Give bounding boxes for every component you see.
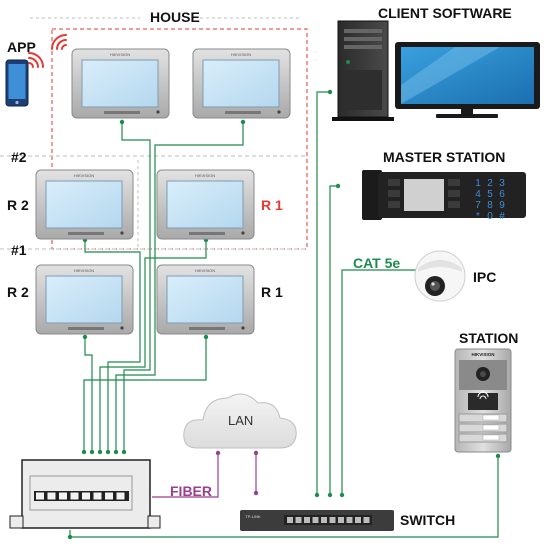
switch-port bbox=[287, 517, 293, 523]
app-label: APP bbox=[7, 39, 36, 55]
monitor-brand: HIKVISION bbox=[74, 268, 94, 273]
keypad-key: * bbox=[476, 211, 480, 222]
room-r1-floor2-label: R 1 bbox=[261, 197, 283, 213]
outdoor-station-icon bbox=[454, 348, 512, 453]
keypad-key: 4 bbox=[475, 189, 481, 200]
wifi-icon-phone bbox=[28, 52, 44, 68]
rfid-icon bbox=[477, 391, 489, 400]
switch-port bbox=[295, 517, 302, 523]
client-software-label: CLIENT SOFTWARE bbox=[378, 5, 512, 21]
switch-port bbox=[329, 517, 336, 523]
purple-links bbox=[152, 453, 257, 498]
patch-panel-port bbox=[93, 492, 102, 500]
smartphone-icon bbox=[5, 59, 29, 107]
monitor-brand: HIKVISION bbox=[195, 173, 215, 178]
patch-panel-port bbox=[47, 492, 56, 500]
room-r2-floor1-label: R 2 bbox=[7, 284, 29, 300]
switch-label: SWITCH bbox=[400, 512, 456, 528]
keypad-key: 9 bbox=[499, 200, 505, 211]
ipc-label: IPC bbox=[473, 269, 497, 285]
switch-brand: TP-LINK bbox=[245, 514, 261, 519]
patch-panel-port bbox=[70, 492, 79, 500]
monitor-brand: HIKVISION bbox=[231, 52, 251, 57]
switch-port bbox=[304, 517, 310, 523]
cat5e-label: CAT 5e bbox=[353, 255, 401, 271]
switch-port bbox=[363, 517, 370, 523]
master-station-icon bbox=[362, 170, 526, 220]
keypad-key: 7 bbox=[475, 200, 481, 211]
keypad-key: 6 bbox=[499, 189, 505, 200]
keypad-key: # bbox=[499, 211, 505, 222]
switch-port bbox=[321, 517, 327, 523]
indoor-monitor-house-left bbox=[71, 48, 170, 119]
keypad-key: 8 bbox=[487, 200, 493, 211]
switch-port bbox=[312, 517, 319, 523]
wifi-icon-house bbox=[51, 34, 67, 50]
green-links bbox=[69, 91, 499, 538]
keypad-key: 0 bbox=[487, 211, 493, 222]
patch-panel-port bbox=[116, 492, 125, 500]
floor2-label: #2 bbox=[11, 149, 27, 165]
keypad-key: 5 bbox=[487, 189, 493, 200]
patch-panel-port bbox=[59, 492, 67, 500]
station-label: STATION bbox=[459, 330, 519, 346]
indoor-monitor-floor1-r1 bbox=[156, 264, 255, 335]
switch-port bbox=[355, 517, 361, 523]
switch-port bbox=[346, 517, 353, 523]
switch-port bbox=[338, 517, 344, 523]
patch-panel-port bbox=[36, 492, 44, 500]
ipc-camera-icon bbox=[414, 250, 466, 302]
indoor-monitor-house-right bbox=[192, 48, 291, 119]
house-zone-border bbox=[51, 28, 308, 250]
keypad-key: 3 bbox=[499, 178, 505, 189]
room-r2-floor2-label: R 2 bbox=[7, 197, 29, 213]
monitor-brand: HIKVISION bbox=[195, 268, 215, 273]
fiber-label: FIBER bbox=[170, 483, 212, 499]
monitor-brand: HIKVISION bbox=[110, 52, 130, 57]
patch-panel-port bbox=[82, 492, 90, 500]
keypad-key: 2 bbox=[487, 178, 493, 189]
indoor-monitor-floor2-r1 bbox=[156, 169, 255, 240]
floor1-label: #1 bbox=[11, 242, 27, 258]
indoor-monitor-floor2-r2 bbox=[35, 169, 134, 240]
keypad-key: 1 bbox=[475, 178, 481, 189]
master-station-label: MASTER STATION bbox=[383, 149, 506, 165]
station-brand: HIKVISION bbox=[471, 352, 494, 357]
pc-monitor-icon bbox=[395, 42, 540, 118]
patch-panel-port bbox=[105, 492, 113, 500]
lan-cloud-icon bbox=[183, 393, 297, 449]
lan-label: LAN bbox=[228, 413, 254, 428]
monitor-brand: HIKVISION bbox=[74, 173, 94, 178]
pc-tower-icon bbox=[332, 20, 394, 121]
indoor-monitor-floor1-r2 bbox=[35, 264, 134, 335]
house-label: HOUSE bbox=[150, 9, 200, 25]
room-r1-floor1-label: R 1 bbox=[261, 284, 283, 300]
